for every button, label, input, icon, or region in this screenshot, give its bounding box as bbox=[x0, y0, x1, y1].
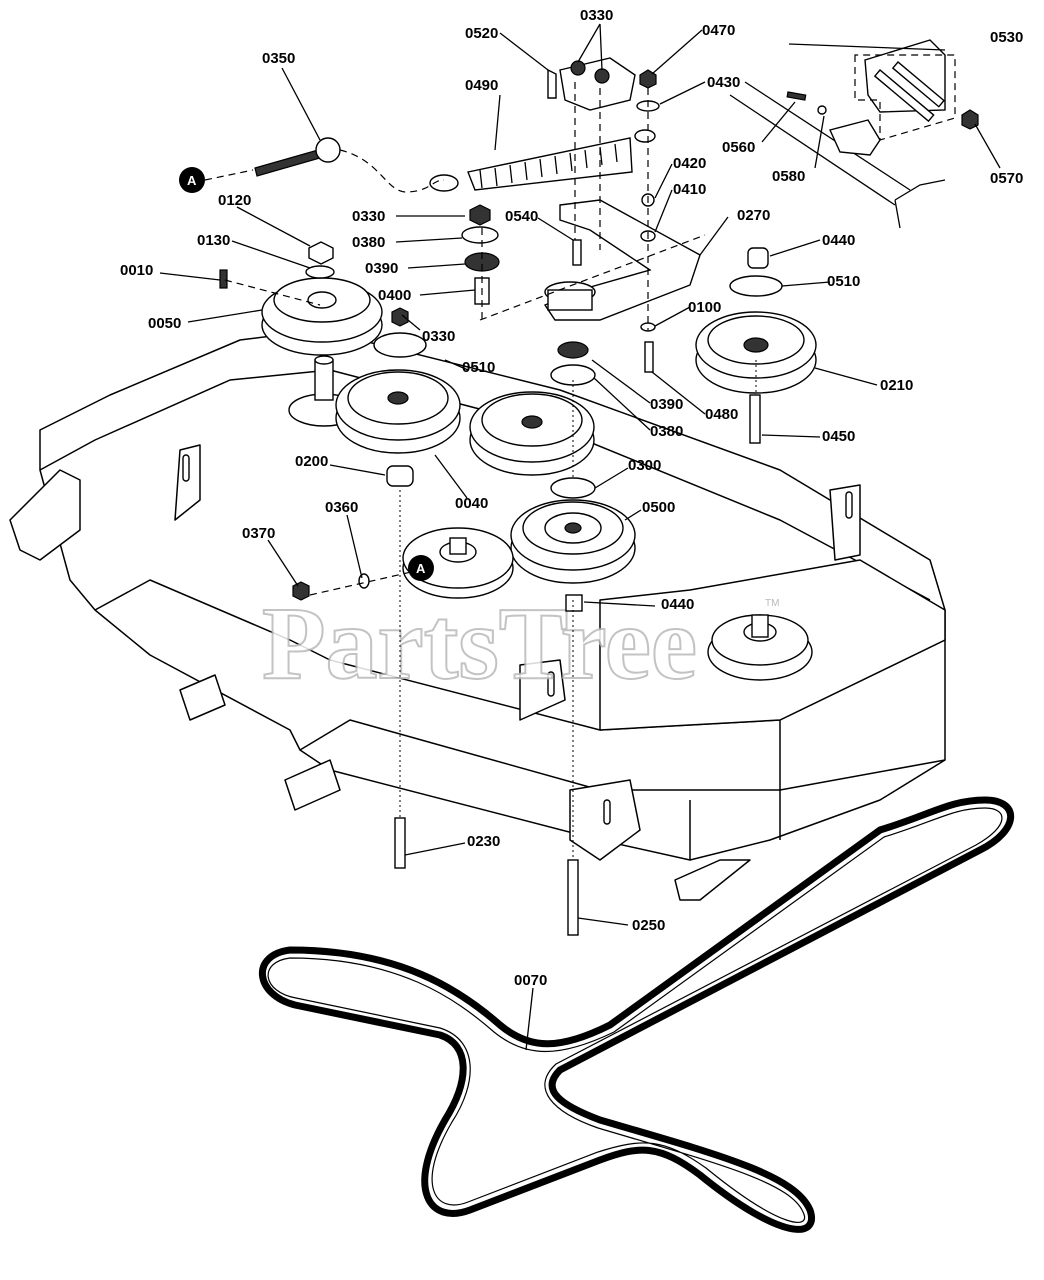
callout-0330-mid: 0330 bbox=[352, 208, 385, 225]
callout-0350: 0350 bbox=[262, 50, 295, 67]
callout-0420: 0420 bbox=[673, 155, 706, 172]
tube-0580 bbox=[729, 81, 946, 229]
callout-0010: 0010 bbox=[120, 262, 153, 279]
callout-0130: 0130 bbox=[197, 232, 230, 249]
watermark-text: PartsTree bbox=[262, 586, 697, 701]
callout-0380-right: 0380 bbox=[650, 423, 683, 440]
callout-0250: 0250 bbox=[632, 917, 665, 934]
callout-0510-left: 0510 bbox=[462, 359, 495, 376]
watermark-trademark: TM bbox=[765, 598, 779, 609]
callout-0050: 0050 bbox=[148, 315, 181, 332]
callout-0200: 0200 bbox=[295, 453, 328, 470]
mount-plate-0520 bbox=[547, 57, 636, 111]
callout-0230: 0230 bbox=[467, 833, 500, 850]
belt-0070 bbox=[259, 796, 1015, 1233]
reference-marker-a-center: A bbox=[408, 555, 434, 581]
callout-0520: 0520 bbox=[465, 25, 498, 42]
callout-0210: 0210 bbox=[880, 377, 913, 394]
watermark: PartsTree TM bbox=[261, 585, 779, 702]
callout-labels: 0350 0120 0130 0010 0050 0520 0330 0490 … bbox=[120, 7, 1023, 989]
assembly-lines bbox=[204, 54, 956, 860]
pulley-0510-center bbox=[469, 391, 595, 476]
callout-0400: 0400 bbox=[378, 287, 411, 304]
callout-0510-right: 0510 bbox=[827, 273, 860, 290]
callout-0440-bottom: 0440 bbox=[661, 596, 694, 613]
callout-0390-top: 0390 bbox=[365, 260, 398, 277]
callout-0450: 0450 bbox=[822, 428, 855, 445]
callout-0580: 0580 bbox=[772, 168, 805, 185]
callout-0370: 0370 bbox=[242, 525, 275, 542]
callout-0500: 0500 bbox=[642, 499, 675, 516]
callout-0120: 0120 bbox=[218, 192, 251, 209]
reference-marker-a-left-text: A bbox=[187, 173, 197, 188]
callout-0560: 0560 bbox=[722, 139, 755, 156]
callout-0530: 0530 bbox=[990, 29, 1023, 46]
callout-0380-top: 0380 bbox=[352, 234, 385, 251]
spring-0490 bbox=[429, 129, 656, 192]
callout-0330-top: 0330 bbox=[580, 7, 613, 24]
callout-0300: 0300 bbox=[628, 457, 661, 474]
idler-arm-0270 bbox=[543, 199, 701, 321]
callout-0440-top: 0440 bbox=[822, 232, 855, 249]
reference-marker-a-left: A bbox=[179, 167, 205, 193]
eyebolt-0350 bbox=[254, 137, 341, 177]
reference-marker-a-center-text: A bbox=[416, 561, 426, 576]
bracket-0530 bbox=[864, 39, 979, 130]
pulley-0510-left bbox=[335, 369, 461, 454]
spindle-shaft bbox=[314, 355, 334, 401]
callout-0540: 0540 bbox=[505, 208, 538, 225]
hardware-stack bbox=[219, 69, 783, 936]
callout-0490: 0490 bbox=[465, 77, 498, 94]
callout-0470: 0470 bbox=[702, 22, 735, 39]
callout-0070: 0070 bbox=[514, 972, 547, 989]
callout-0040: 0040 bbox=[455, 495, 488, 512]
callout-0410: 0410 bbox=[673, 181, 706, 198]
pulley-0500 bbox=[510, 499, 636, 584]
callout-0100: 0100 bbox=[688, 299, 721, 316]
leader-lines bbox=[159, 23, 1001, 1051]
callout-0330-low: 0330 bbox=[422, 328, 455, 345]
callout-0360: 0360 bbox=[325, 499, 358, 516]
callout-0270: 0270 bbox=[737, 207, 770, 224]
callout-0390-right: 0390 bbox=[650, 396, 683, 413]
pulley-0050 bbox=[261, 277, 383, 356]
callout-0570: 0570 bbox=[990, 170, 1023, 187]
callout-0480: 0480 bbox=[705, 406, 738, 423]
mower-deck bbox=[9, 329, 946, 901]
callout-0430: 0430 bbox=[707, 74, 740, 91]
